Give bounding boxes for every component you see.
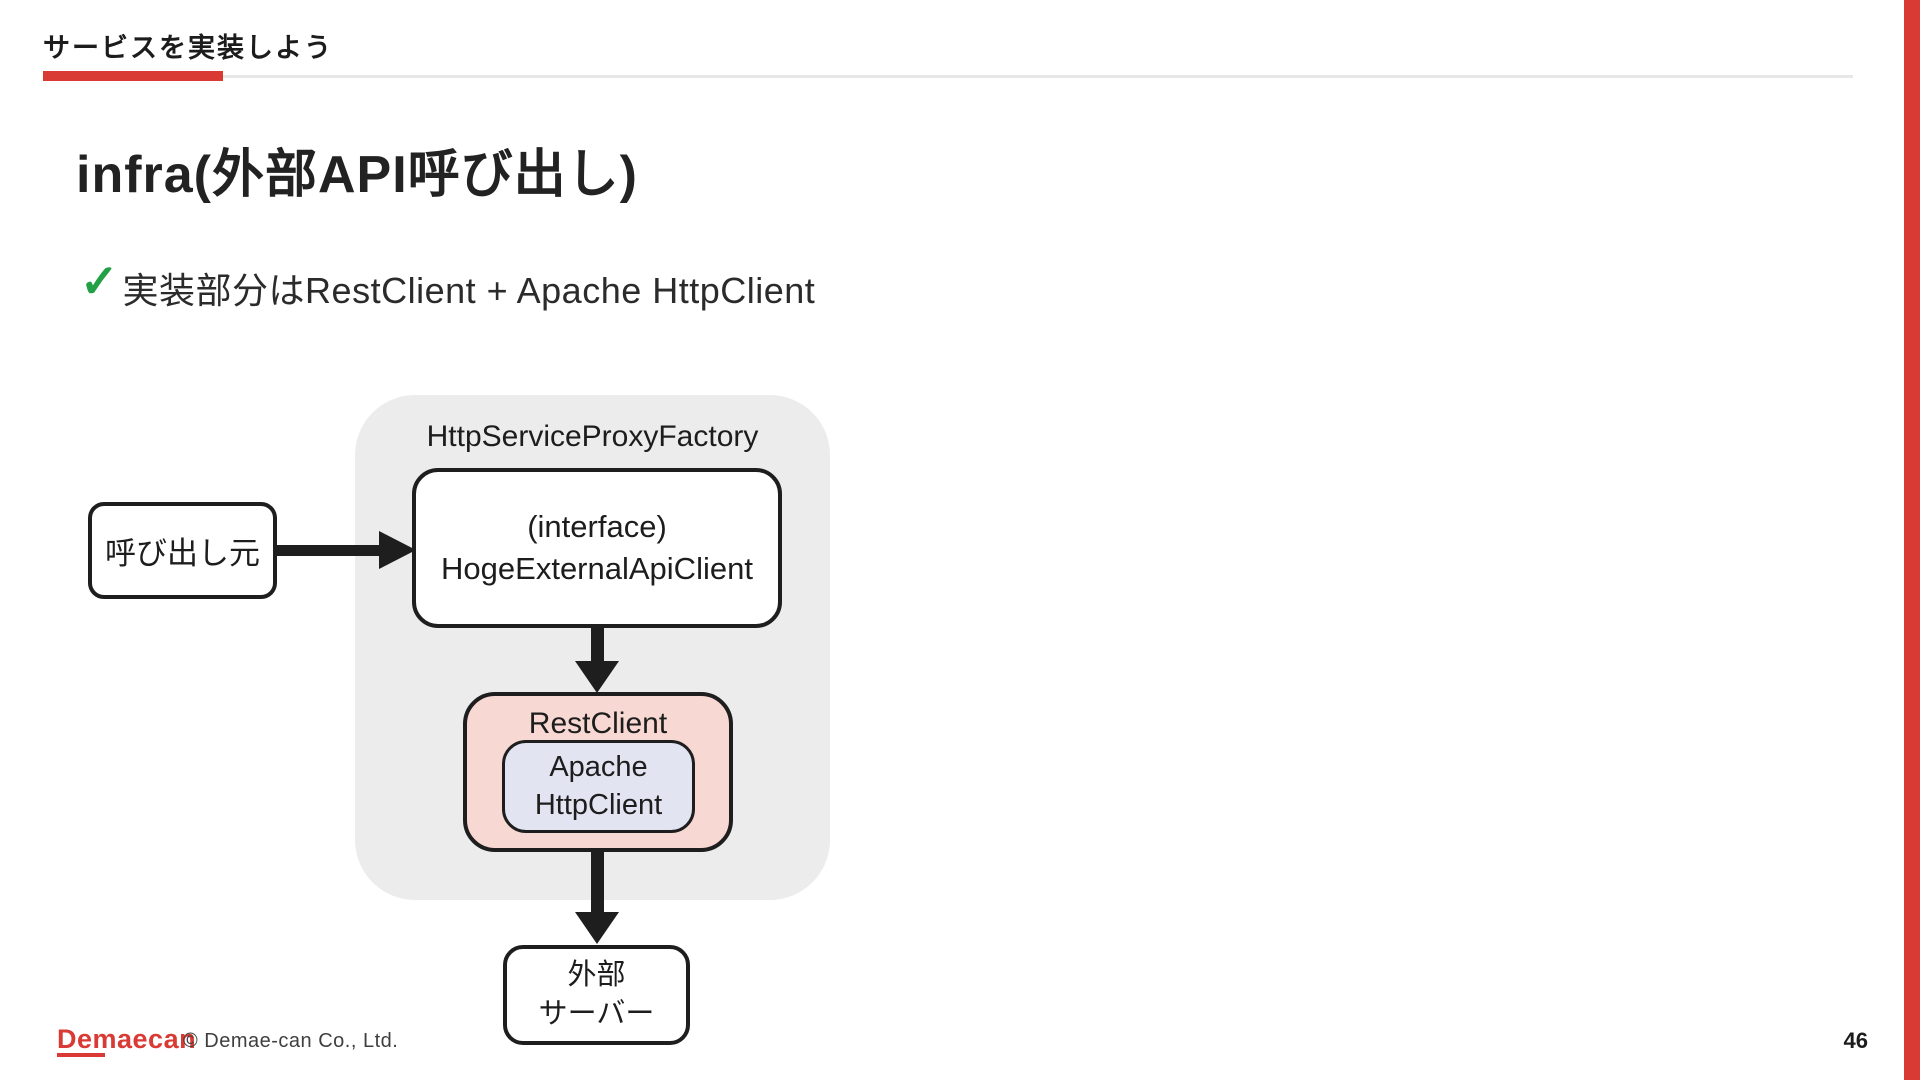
restclient-to-external-arrow-head [575, 912, 619, 944]
apache-box-line2: HttpClient [534, 788, 663, 821]
header-divider [43, 75, 1853, 78]
interface-to-restclient-arrow-shaft [591, 626, 604, 664]
external-box-line2: サーバー [538, 998, 655, 1030]
check-icon: ✓ [80, 255, 119, 307]
bullet-text: 実装部分はRestClient + Apache HttpClient [122, 270, 816, 311]
proxy-factory-label: HttpServiceProxyFactory [426, 420, 759, 453]
slide-section-header: サービスを実装しよう [43, 33, 333, 63]
company-logo: Demaecan [57, 1024, 197, 1054]
page-title: infra(外部API呼び出し) [76, 146, 639, 204]
caller-to-interface-arrow-head [379, 531, 416, 569]
restclient-to-external-arrow-shaft [591, 850, 604, 914]
apache-httpclient-box: Apache HttpClient [502, 740, 695, 833]
company-logo-underline [57, 1053, 105, 1057]
interface-box-line2: HogeExternalApiClient [441, 551, 753, 586]
page-number: 46 [1843, 1028, 1868, 1053]
restclient-box-label: RestClient [528, 707, 668, 740]
brand-accent-strip [1904, 0, 1920, 1080]
caller-box: 呼び出し元 [88, 502, 277, 599]
bullet-item: ✓ 実装部分はRestClient + Apache HttpClient [80, 258, 816, 314]
apache-box-line1: Apache [549, 750, 648, 783]
external-server-box: 外部 サーバー [503, 945, 690, 1045]
caller-box-label: 呼び出し元 [105, 536, 260, 571]
interface-box-line1: (interface) [527, 509, 667, 545]
caller-to-interface-arrow-shaft [277, 545, 381, 556]
copyright-text: © Demae-can Co., Ltd. [183, 1030, 399, 1052]
header-accent-bar [43, 71, 223, 81]
external-box-line1: 外部 [567, 958, 626, 991]
interface-to-restclient-arrow-head [575, 661, 619, 693]
interface-box: (interface) HogeExternalApiClient [412, 468, 782, 628]
